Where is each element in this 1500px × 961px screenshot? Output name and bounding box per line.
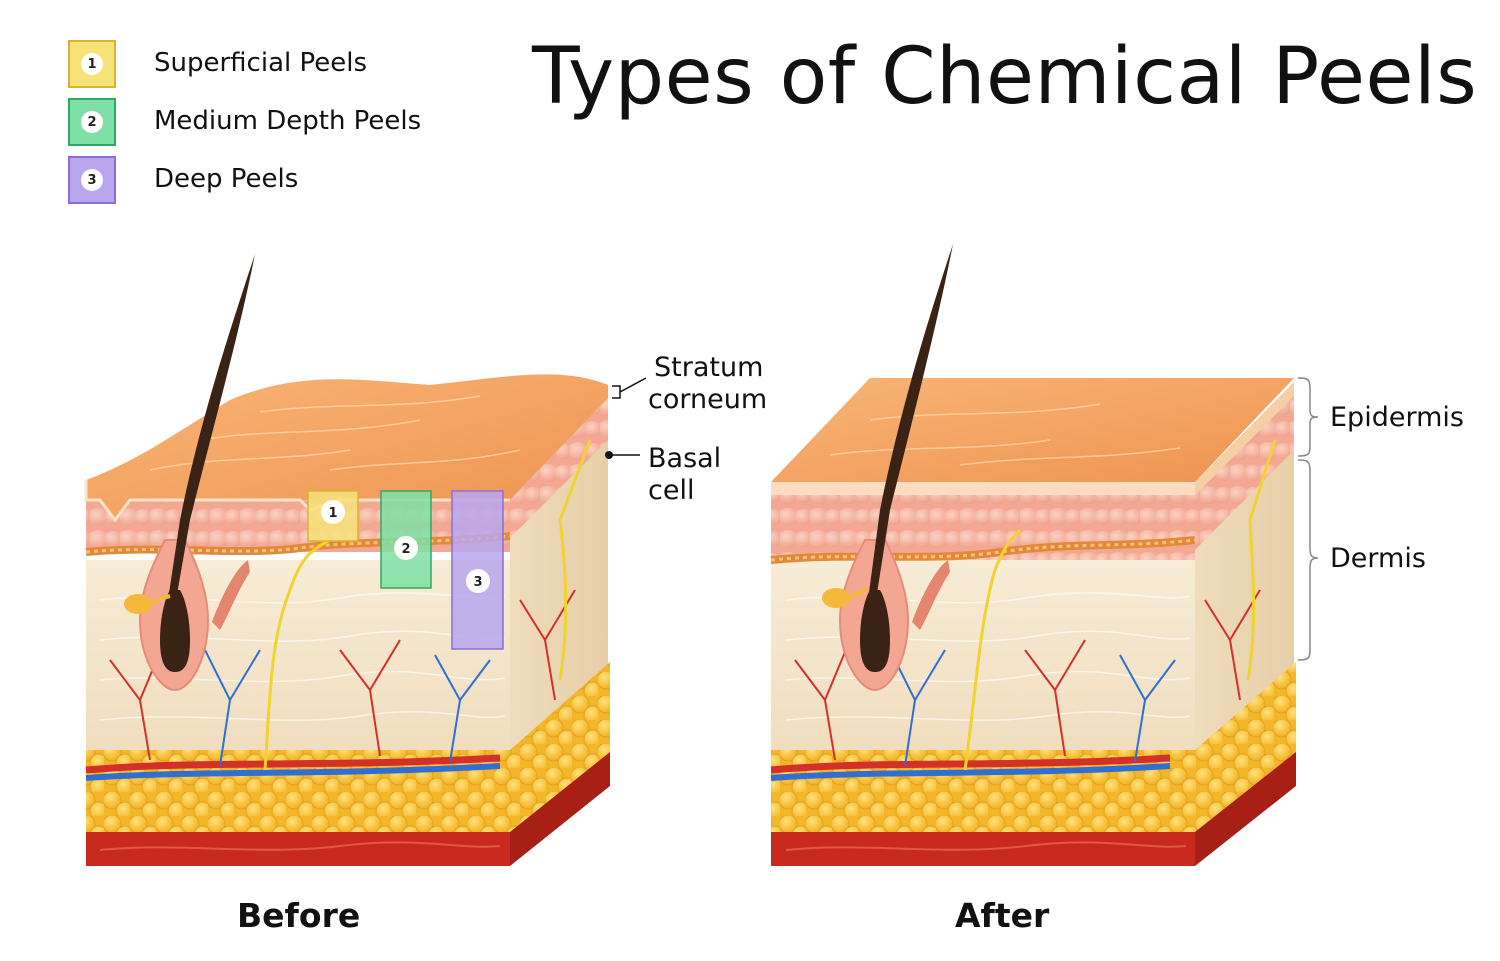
peel-box-3-number: 3 [473,575,482,590]
peel-box-2-number: 2 [401,542,410,557]
dermis-brace [1297,459,1319,661]
stratum-corneum-label: Stratum corneum [648,352,767,416]
legend-label-1: Superficial Peels [154,48,368,78]
after-caption: After [955,896,1050,935]
before-skin-block [84,254,610,866]
after-fat-layer [771,662,1296,838]
stratum-label-line1: Stratum [654,352,764,383]
peel-depth-boxes: 1 2 3 [307,490,504,650]
before-hair-shaft [168,254,255,600]
basal-label-line1: Basal [648,443,722,474]
dermis-label: Dermis [1330,543,1426,574]
basal-cell-label: Basal cell [648,443,721,507]
legend-label-2: Medium Depth Peels [154,106,422,136]
legend-number-3: 3 [81,169,103,191]
after-hair-shaft [868,244,953,600]
before-fat-layer [86,662,610,838]
legend-swatch-3: 3 [68,156,116,204]
basal-cell-marker [605,451,613,459]
basal-label-line2: cell [648,475,695,506]
stratum-label-line2: corneum [648,384,768,415]
legend-number-2: 2 [81,111,103,133]
page-title: Types of Chemical Peels [532,32,1478,122]
before-callouts [609,377,647,456]
after-braces [1297,377,1319,661]
before-caption: Before [237,896,361,935]
after-skin-block [770,244,1296,866]
peel-box-1-number: 1 [328,506,337,521]
legend-swatch-1: 1 [68,40,116,88]
epidermis-brace [1297,377,1319,457]
legend-swatch-2: 2 [68,98,116,146]
legend-label-3: Deep Peels [154,164,299,194]
after-epidermis-front [771,495,1195,560]
legend-number-1: 1 [81,53,103,75]
epidermis-label: Epidermis [1330,402,1464,433]
